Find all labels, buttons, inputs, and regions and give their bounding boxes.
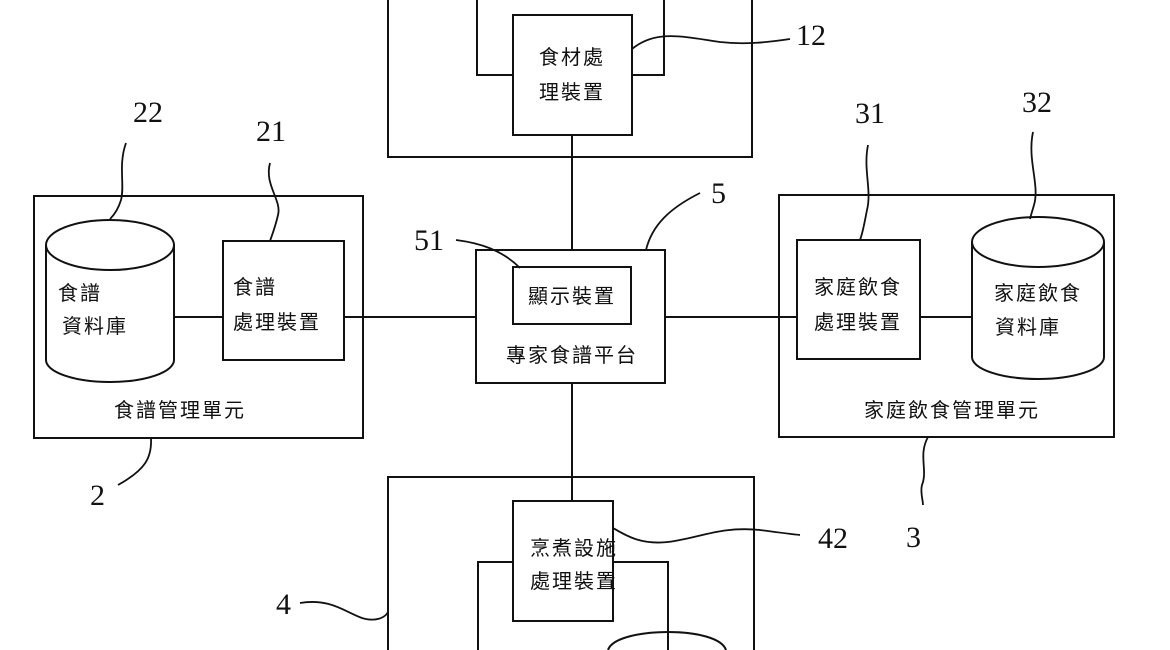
ref-3: 3: [906, 521, 921, 554]
ref-2: 2: [90, 479, 105, 512]
home-unit-box: [778, 194, 1115, 438]
recipe-device-label-2: 處理裝置: [233, 310, 321, 334]
ref-5: 5: [711, 177, 726, 210]
recipe-database-body: [45, 245, 175, 383]
recipe-processing-device-box: [222, 240, 345, 361]
cooking-device-label-2: 處理裝置: [530, 569, 618, 593]
ref-3-leader: [920, 436, 929, 506]
home-database-label-2: 資料庫: [995, 315, 1061, 339]
cooking-unit-outer-box: [387, 476, 755, 650]
recipe-database-top: [45, 219, 175, 271]
platform-label: 專家食譜平台: [506, 343, 638, 367]
home-database-body: [971, 242, 1105, 380]
display-device-label: 顯示裝置: [528, 284, 616, 308]
recipe-database-cylinder: 食譜 資料庫: [45, 219, 175, 383]
ref-32-leader: [1029, 131, 1037, 220]
food-processing-device-label-1: 食材處: [539, 45, 605, 69]
ref-5-leader: [645, 192, 701, 251]
ref-22: 22: [133, 96, 163, 129]
home-device-label-2: 處理裝置: [814, 310, 902, 334]
ref-32: 32: [1022, 86, 1052, 119]
cooking-device-label-1: 烹煮設施: [530, 536, 618, 560]
cooking-inner-bracket-right: [613, 561, 669, 650]
ref-42: 42: [818, 522, 848, 555]
ref-2-leader: [117, 437, 152, 486]
cooking-inner-bracket-left: [477, 561, 513, 650]
home-unit-label: 家庭飲食管理單元: [864, 398, 1040, 422]
cooking-database-top: [607, 630, 727, 650]
food-unit-inner-bracket-right: [632, 0, 665, 76]
cooking-processing-device-box: [512, 500, 614, 622]
food-unit-outer-box: [387, 0, 753, 158]
food-processing-device-box: [512, 14, 633, 136]
home-processing-device-box: [796, 239, 921, 360]
ref-12-leader: [631, 35, 791, 50]
ref-21: 21: [256, 115, 286, 148]
cooking-facility-unit: 烹煮設施 處理裝置 42 4: [276, 476, 848, 650]
food-processing-device-label-2: 理裝置: [539, 80, 605, 104]
recipe-database-label-2: 資料庫: [62, 314, 128, 338]
ref-42-leader: [612, 527, 801, 544]
ref-4: 4: [276, 588, 291, 621]
ref-12: 12: [796, 19, 826, 52]
home-database-cylinder: 家庭飲食 資料庫: [971, 216, 1105, 380]
recipe-unit-label: 食譜管理單元: [114, 398, 246, 422]
ref-31: 31: [855, 97, 885, 130]
home-device-label-1: 家庭飲食: [814, 275, 902, 299]
food-unit-inner-bracket-left: [476, 0, 513, 76]
food-unit: 食材處 理裝置 12: [387, 0, 826, 158]
display-device-box: [512, 266, 632, 325]
recipe-device-label-1: 食譜: [233, 275, 277, 299]
ref-21-leader: [267, 162, 280, 242]
ref-51: 51: [414, 224, 444, 257]
expert-recipe-platform: 顯示裝置 專家食譜平台 51 5: [414, 177, 726, 384]
ref-31-leader: [859, 144, 870, 241]
home-diet-management-unit: 家庭飲食 處理裝置 家庭飲食 資料庫 家庭飲食管理單元 31 32 3: [778, 86, 1115, 554]
home-database-top: [971, 216, 1105, 268]
home-database-label-1: 家庭飲食: [994, 281, 1082, 305]
recipe-management-unit: 食譜 資料庫 食譜 處理裝置 食譜管理單元 22 21 2: [33, 96, 364, 512]
recipe-database-label-1: 食譜: [58, 281, 102, 305]
ref-4-leader: [299, 601, 389, 621]
ref-22-leader: [109, 142, 127, 220]
ref-51-leader: [455, 239, 521, 269]
